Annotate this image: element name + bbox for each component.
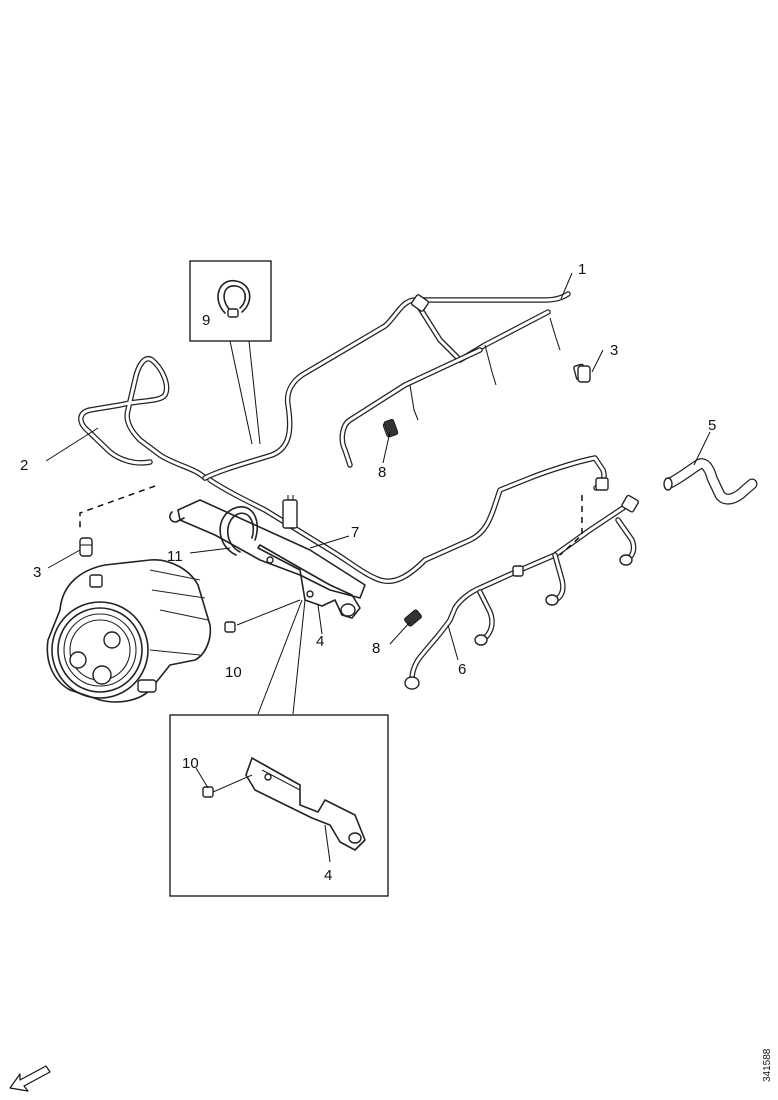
fitting-3-right: [577, 365, 591, 383]
callout-10-main: 10: [225, 664, 242, 681]
callout-8-upper: 8: [378, 464, 386, 481]
pipe-1: [202, 291, 587, 481]
leader-lines: [45, 272, 711, 715]
callout-1: 1: [578, 261, 586, 278]
callout-3-right: 3: [610, 342, 618, 359]
fitting-8-upper: [383, 418, 399, 438]
callout-9: 9: [202, 312, 210, 329]
callout-5: 5: [708, 417, 716, 434]
detail-box-clamp: [189, 260, 272, 445]
reference-number: 341588: [762, 1048, 773, 1082]
callout-7: 7: [351, 524, 359, 541]
callout-11: 11: [167, 548, 183, 565]
callout-2: 2: [20, 457, 28, 474]
hose-5: [663, 458, 758, 505]
callout-labels: 1 3 9 5 2 8 7 11 3 8 4 6 10 10 4: [20, 261, 716, 884]
bolt-10: [224, 621, 236, 633]
clamp-11: [219, 506, 259, 556]
callout-4-main: 4: [316, 633, 324, 650]
callout-8-lower: 8: [372, 640, 380, 657]
fitting-3-left: [79, 537, 93, 557]
pipe-6: [404, 494, 640, 690]
callout-6: 6: [458, 661, 466, 678]
detail-box-bracket: [169, 714, 389, 897]
pump-assembly: [46, 559, 212, 703]
callout-3-left: 3: [33, 564, 41, 581]
pipe-2: [78, 356, 208, 481]
fitting-8-lower: [404, 609, 422, 627]
dashed-connection-lines: [79, 485, 583, 556]
callout-10-detail: 10: [182, 755, 199, 772]
pipe-7: [169, 455, 609, 619]
callout-4-detail: 4: [324, 867, 332, 884]
front-direction-arrow-icon: [9, 1065, 51, 1092]
